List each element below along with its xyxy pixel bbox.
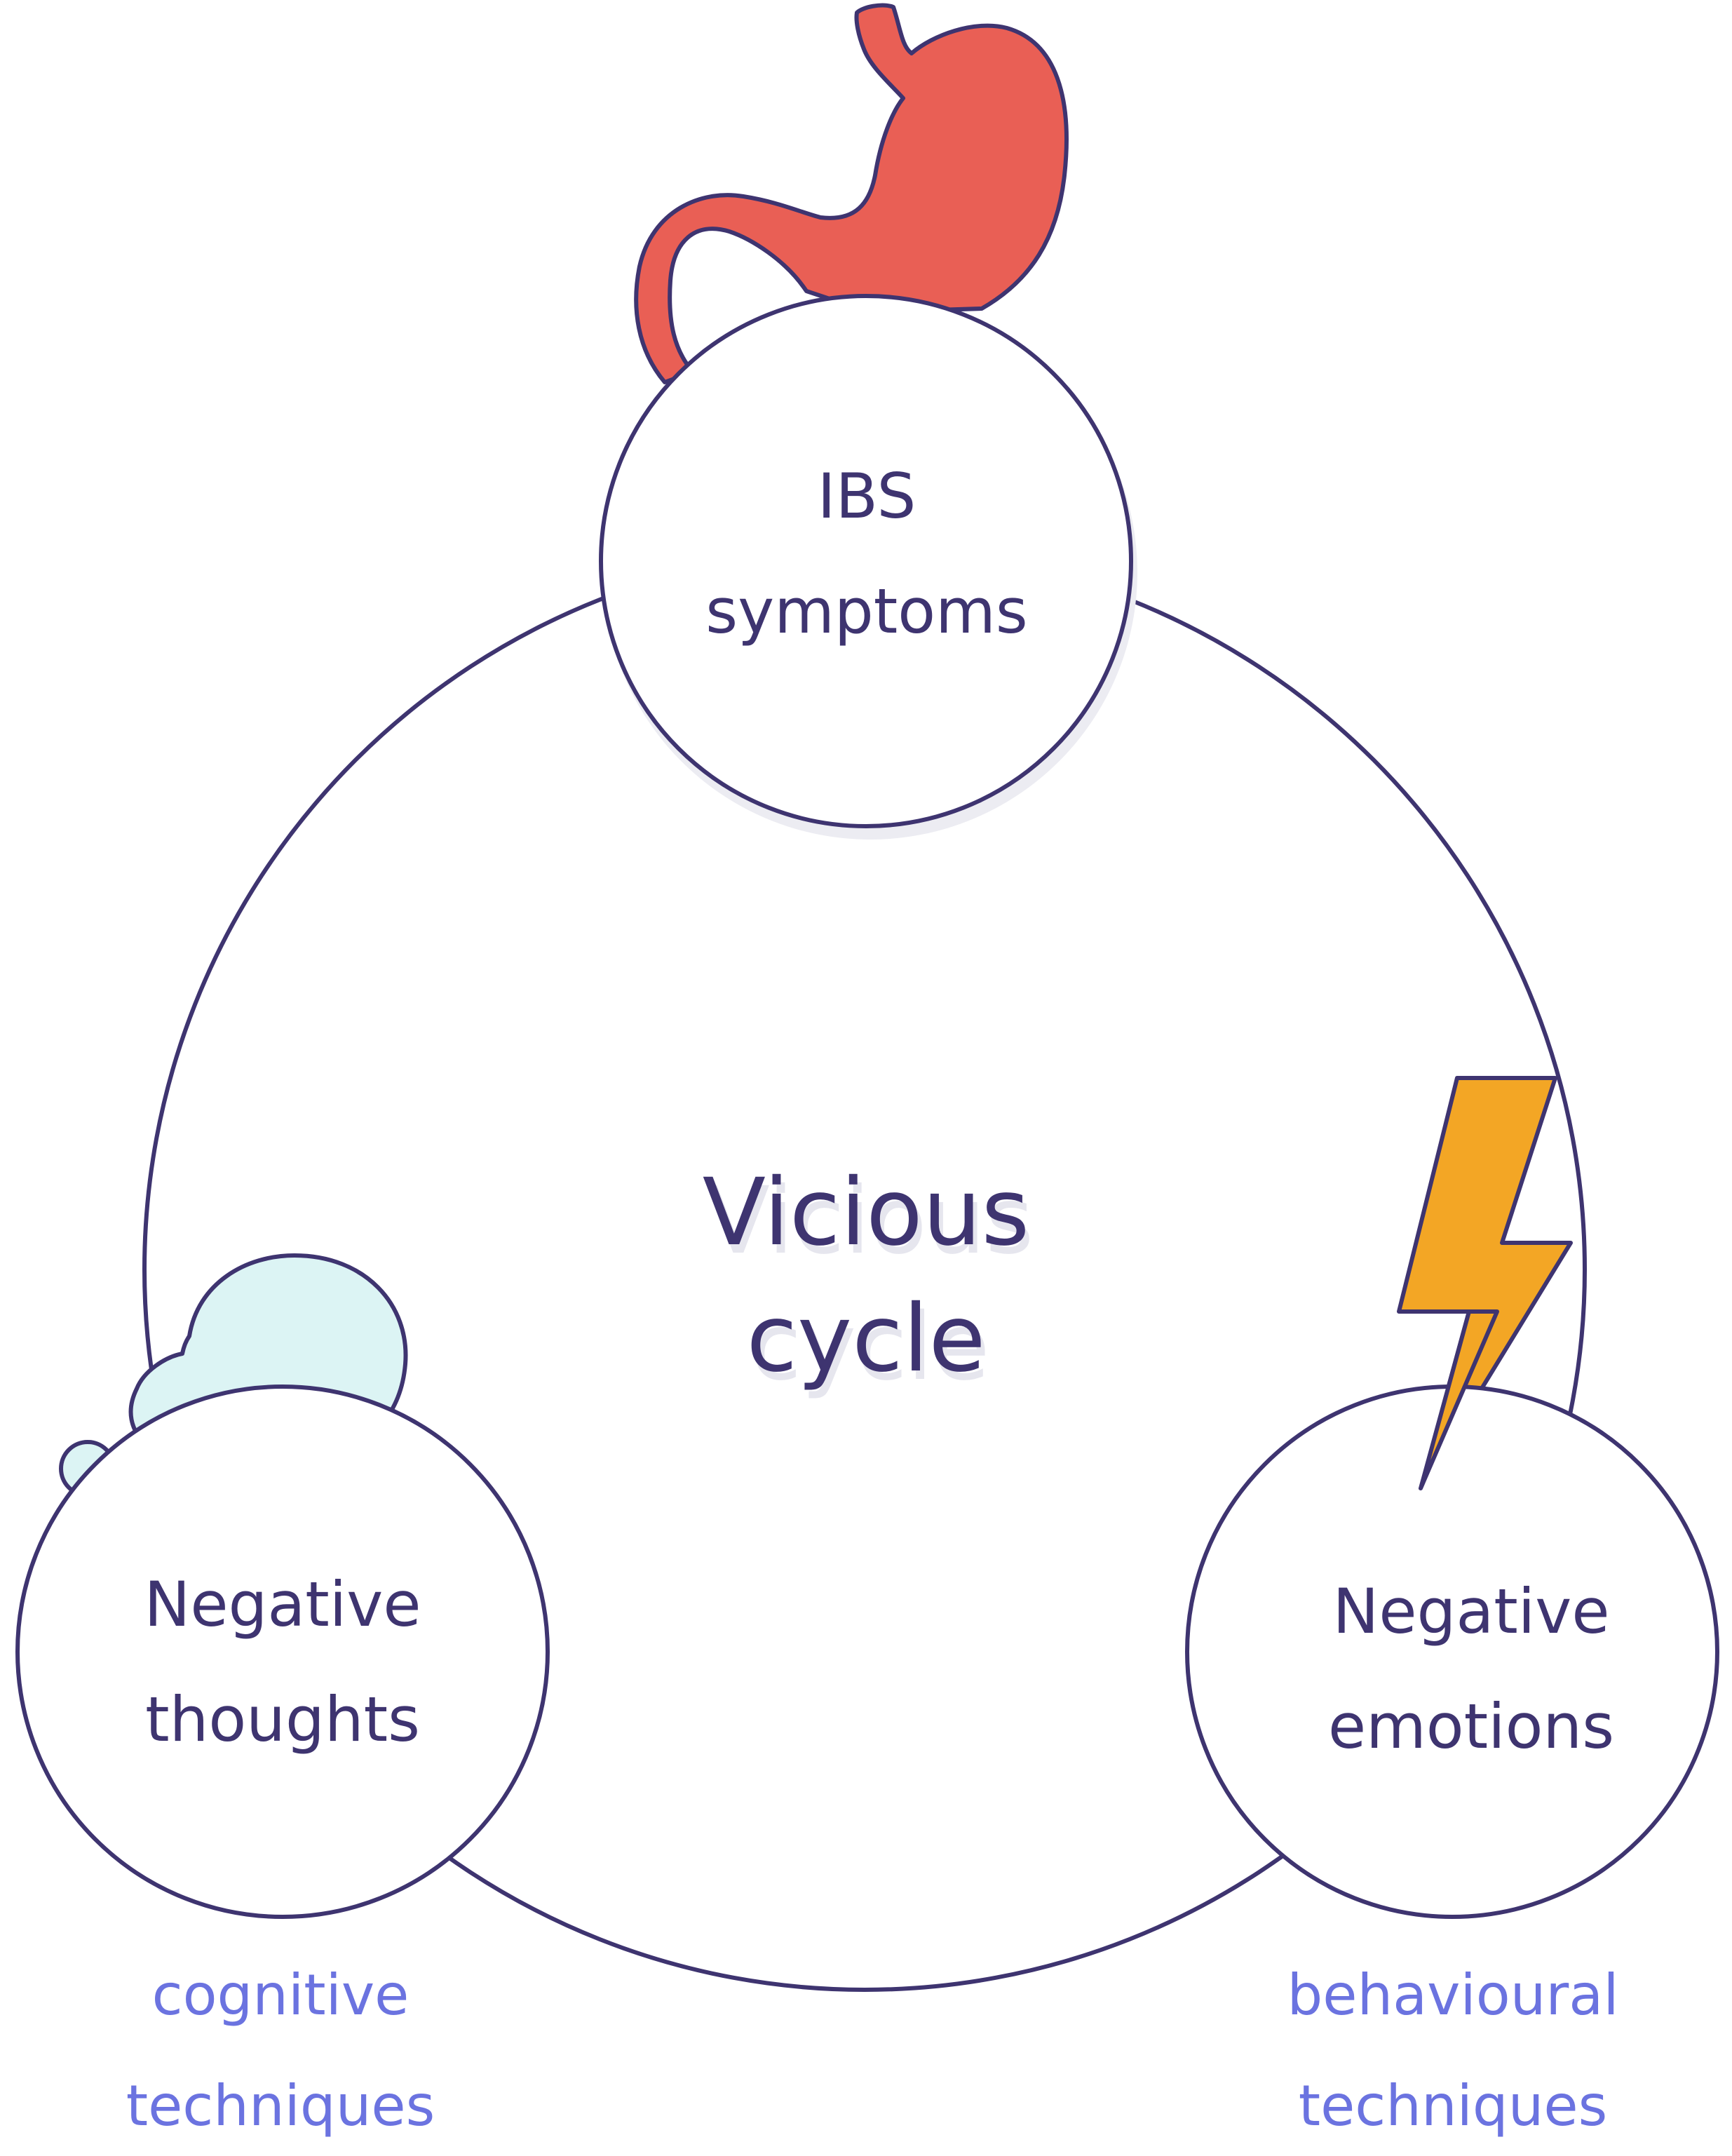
emotions-label-line2: emotions	[1328, 1690, 1614, 1763]
cognitive-label-line1: cognitive	[152, 1962, 410, 2028]
thoughts-label-line2: thoughts	[145, 1683, 420, 1756]
negative-thoughts-node: Negative thoughts	[15, 1384, 550, 1919]
ibs-label-line2: symptoms	[705, 575, 1027, 647]
negative-emotions-node: Negative emotions	[1185, 1384, 1719, 1919]
emotions-label-line1: Negative	[1333, 1575, 1610, 1648]
center-label-line1-shadow: Vicious	[707, 1167, 1034, 1275]
behavioural-label-line1: behavioural	[1287, 1962, 1618, 2028]
ibs-label-line1: IBS	[818, 460, 916, 532]
lightning-bolt-icon	[1397, 1076, 1573, 1490]
stomach-icon	[634, 3, 1069, 384]
cognitive-label-line2: techniques	[126, 2073, 435, 2138]
center-label-line1: Vicious	[703, 1159, 1030, 1267]
ibs-symptoms-node: IBS symptoms	[599, 294, 1137, 840]
behavioural-techniques-label: behavioural techniques	[1287, 1962, 1618, 2138]
center-label: Vicious cycle Vicious cycle	[703, 1159, 1034, 1401]
thoughts-label-line1: Negative	[144, 1568, 421, 1640]
center-label-line2-shadow: cycle	[750, 1293, 989, 1401]
behavioural-label-line2: techniques	[1299, 2073, 1608, 2138]
center-label-line2: cycle	[746, 1285, 985, 1393]
lightning-bolt-tip-icon	[1419, 1309, 1499, 1490]
cognitive-techniques-label: cognitive techniques	[126, 1962, 435, 2138]
